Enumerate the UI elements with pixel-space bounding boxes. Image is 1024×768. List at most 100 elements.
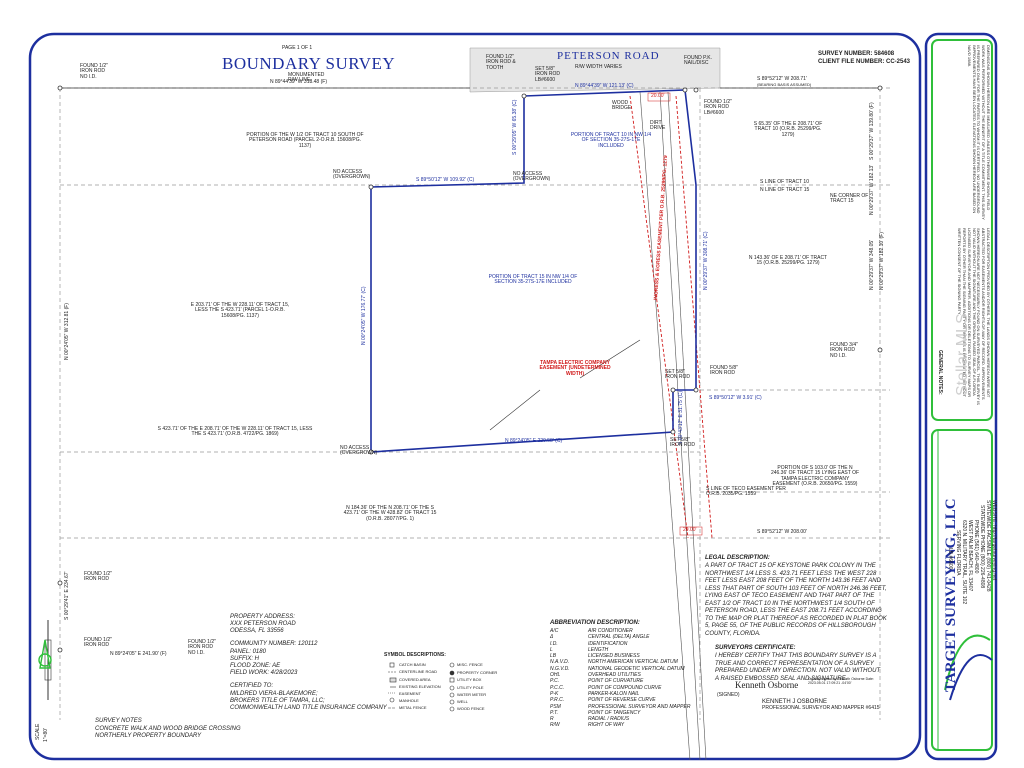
sidebar-frame — [924, 32, 998, 761]
abbrev-meaning: PROFESSIONAL SURVEYOR AND MAPPER — [588, 703, 691, 710]
legal-text: A PART OF TRACT 15 OF KEYSTONE PARK COLO… — [705, 563, 887, 637]
company-phone: PHONE (561) 640-4800 — [973, 520, 979, 574]
company-website: WEBSITE: http://targetsurveying.net — [991, 500, 997, 581]
company-fax: STATEWIDE FACSIMILE (800) 741-0428 — [985, 500, 991, 592]
cert-2: BROKERS TITLE OF TAMPA, LLC; — [230, 698, 325, 704]
parcel-8: PORTION OF S 103.0' OF THE N 246.36' OF … — [770, 465, 860, 487]
red-easement-lines — [629, 95, 713, 539]
cert-text: I HEREBY CERTIFY THAT THIS BOUNDARY SURV… — [715, 653, 881, 682]
sw-bearing: N 89°24'05" E 241.90' (F) — [110, 651, 167, 657]
symbol-item: CENTERLINE ROAD — [399, 669, 438, 674]
found-marker-2: FOUND 1/2" IRON ROD & TOOTH — [486, 54, 516, 71]
abbrev-code: R — [550, 716, 554, 723]
client-file-number: CLIENT FILE NUMBER: CC-2543 — [818, 59, 911, 65]
leader-line — [579, 339, 641, 379]
survey-notes-label: SURVEY NOTES — [95, 718, 142, 724]
abbrev-code: N.G.V.D. — [550, 665, 570, 672]
no-access-2: NO ACCESS (OVERGROWN) — [513, 171, 551, 183]
survey-number: SURVEY NUMBER: 584608 — [818, 51, 895, 57]
east-bearing-1: S 00°29'37" W 139.80' (F) — [869, 102, 875, 160]
survey-notes-line-2: NORTHERLY PROPERTY BOUNDARY — [95, 733, 202, 739]
abbrev-code: N.A.V.D. — [550, 659, 570, 666]
outer-frame — [28, 32, 922, 761]
abbrev-row: P.T.POINT OF TANGENCY — [550, 710, 700, 716]
no-access-3: NO ACCESS (OVERGROWN) — [340, 445, 378, 457]
n-line-tract-15: N LINE OF TRACT 15 — [760, 187, 810, 193]
watermark: Stellar MLS — [954, 313, 971, 396]
found-marker-1: FOUND 1/2" IRON ROD NO I.D. — [80, 63, 108, 80]
abbrev-row: N.A.V.D.NORTH AMERICAN VERTICAL DATUM — [550, 659, 700, 665]
abbrev-row: P.C.C.POINT OF COMPOUND CURVE — [550, 685, 700, 691]
address-line-1: XXX PETERSON ROAD — [230, 621, 296, 627]
subject-boundary — [370, 89, 697, 453]
abbrev-meaning: POINT OF REVERSE CURVE — [588, 697, 656, 704]
abbrev-code: L — [550, 646, 553, 653]
abbrev-meaning: CENTRAL (DELTA) ANGLE — [588, 634, 650, 641]
ne-corner-tract-15: NE CORNER OF TRACT 15 — [830, 193, 869, 205]
abbrev-row: N.G.V.D. NATIONAL GEODETIC VERTICAL DATUM — [550, 666, 700, 672]
company-name: TARGET SURVEYING, LLC — [943, 498, 959, 692]
abbrev-code: Δ — [550, 634, 554, 641]
company-frame — [931, 429, 993, 751]
s-line-tract-10: S LINE OF TRACT 10 — [760, 179, 809, 185]
abbrev-code: LB — [550, 653, 557, 660]
abbrev-meaning: NATIONAL GEODETIC VERTICAL DATUM — [588, 665, 685, 672]
general-notes-heading: GENERAL NOTES: — [937, 350, 943, 395]
found-marker-8: FOUND 1/2" IRON ROD — [84, 637, 112, 649]
abbrev-row: L LENGTH — [550, 647, 700, 653]
page-title: BOUNDARY SURVEY — [222, 54, 396, 73]
set-marker-1: SET 5/8" IRON ROD LB#6600 — [535, 66, 560, 83]
abbrev-meaning: POINT OF TANGENCY — [588, 709, 641, 716]
company-serving: SERVING FLORIDA — [955, 530, 961, 576]
symbol-item: WELL — [457, 699, 468, 704]
abbrev-row: P.R.C. POINT OF REVERSE CURVE — [550, 697, 700, 703]
signed-label: (SIGNED) — [717, 692, 740, 698]
dist-20: 20.00' — [651, 93, 665, 99]
abbrev-meaning: IDENTIFICATION — [588, 640, 628, 647]
scale-label: SCALE — [35, 723, 41, 740]
abbrev-code: P.R.C. — [550, 697, 565, 704]
dirt-drive: DIRT DRIVE — [650, 120, 666, 132]
symbol-item: UTILITY POLE — [457, 685, 484, 690]
address-label: PROPERTY ADDRESS: — [230, 614, 295, 620]
flood-zone: FLOOD ZONE: AE — [230, 663, 281, 669]
abbrev-row: R/W RIGHT OF WAY — [550, 722, 700, 728]
abbrev-row: Δ CENTRAL (DELTA) ANGLE — [550, 634, 700, 640]
symbol-item: MISC. FENCE — [457, 662, 483, 667]
suffix: SUFFIX: H — [230, 656, 260, 662]
abbrev-code: R/W — [550, 722, 560, 729]
abbrev-heading: ABBREVIATION DESCRIPTION: — [550, 620, 640, 626]
ne-bearing: S 89°52'12" W 208.71' — [757, 76, 807, 82]
target-logo — [944, 634, 993, 701]
found-marker-9: FOUND 1/2" IRON ROD NO I.D. — [188, 639, 216, 656]
abbrev-row: I.D.IDENTIFICATION — [550, 641, 700, 647]
abbrev-code: P.C.C. — [550, 684, 565, 691]
sw-vertical-bearing: S 00°29'41" E 234.67' — [64, 571, 70, 621]
abbrev-row: P.C.POINT OF CURVATURE — [550, 678, 700, 684]
parcel-6: E 203.71' OF THE W 228.11' OF TRACT 15, … — [190, 302, 290, 319]
company-city: WEST PALM BEACH, FL 33407 — [967, 520, 973, 592]
survey-notes-line-1: CONCRETE WALK AND WOOD BRIDGE CROSSING — [95, 726, 241, 732]
abbrev-meaning: RIGHT OF WAY — [588, 722, 625, 729]
abbrev-code: P.C. — [550, 678, 560, 685]
dist-29: 29.00' — [683, 527, 697, 533]
teco-line: S LINE OF TECO EASEMENT PER O.R.B. 2035/… — [706, 486, 786, 498]
parcel-2: PORTION OF TRACT 10 IN NW 1/4 OF SECTION… — [570, 132, 652, 149]
surveyor-title: PROFESSIONAL SURVEYOR AND MAPPER #6415 — [762, 705, 880, 711]
abbrev-code: P-K — [550, 690, 559, 697]
abbrev-meaning: LENGTH — [588, 646, 609, 653]
parcel-3: S 65.35' OF THE E 208.71' OF TRACT 10 (O… — [753, 121, 823, 138]
dimensions-note: DIMENSIONS SHOWN HEREON ARE MEASURED UNL… — [966, 45, 991, 220]
address-line-2: ODESSA, FL 33556 — [230, 628, 284, 634]
abbrev-meaning: AIR CONDITIONER — [588, 628, 633, 634]
no-access-1: NO ACCESS (OVERGROWN) — [333, 169, 371, 181]
found-marker-3: FOUND P.K. NAIL/DISC — [684, 55, 712, 67]
south-east-bearing: S 89°52'12" W 208.00' — [757, 529, 807, 535]
set-marker-3: SET 5/8" IRON ROD — [670, 437, 695, 449]
community-number: COMMUNITY NUMBER: 120112 — [230, 641, 318, 647]
symbol-item: METAL FENCE — [399, 705, 427, 710]
symbol-heading: SYMBOL DESCRIPTIONS: — [384, 652, 446, 658]
inner-south-bearing: N 89°24'05" E 229.58' (C) — [505, 438, 563, 444]
